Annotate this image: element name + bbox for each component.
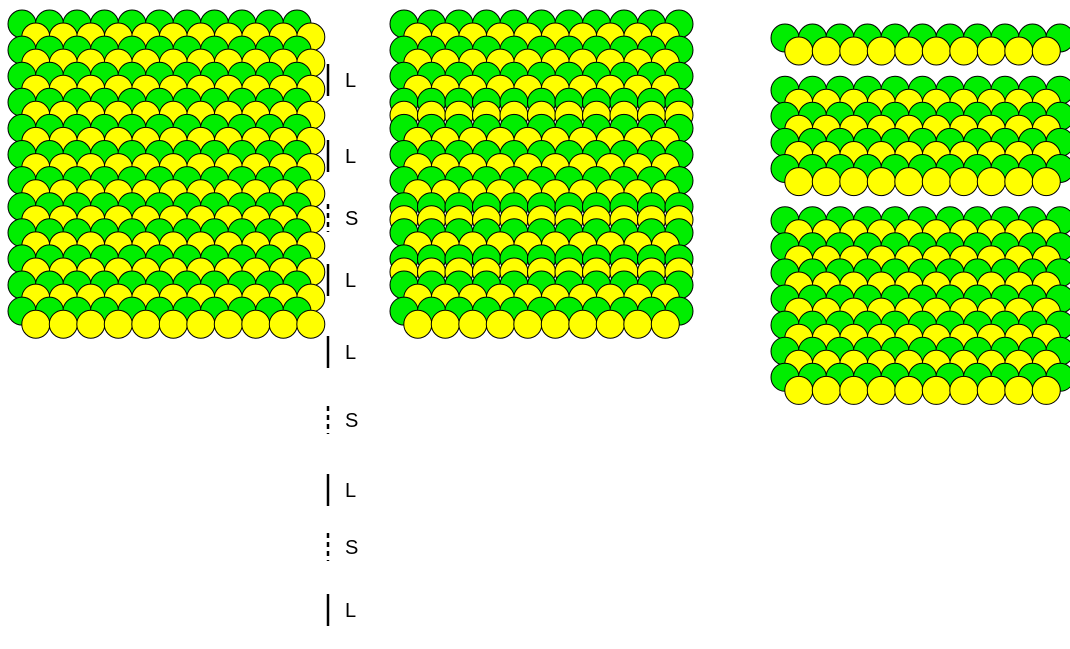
panel-a-stacking-labels: L L S L L S L S L — [328, 64, 358, 626]
yellow-atom — [977, 37, 1005, 65]
yellow-atom — [269, 310, 297, 338]
yellow-atom — [159, 310, 187, 338]
yellow-atom — [214, 310, 242, 338]
stacking-label: L — [345, 146, 356, 168]
yellow-atom — [242, 310, 270, 338]
yellow-atom — [22, 310, 50, 338]
yellow-atom — [49, 310, 77, 338]
yellow-atom — [431, 310, 459, 338]
stacking-label: L — [345, 70, 356, 92]
yellow-atom — [895, 168, 923, 196]
yellow-atom — [132, 310, 160, 338]
yellow-atom — [1005, 376, 1033, 404]
yellow-atom — [867, 37, 895, 65]
yellow-atom — [541, 310, 569, 338]
yellow-atom — [1005, 37, 1033, 65]
yellow-atom — [895, 37, 923, 65]
panel-c-atom-layers — [771, 24, 1070, 404]
yellow-atom — [486, 310, 514, 338]
yellow-atom — [785, 376, 813, 404]
yellow-atom — [950, 168, 978, 196]
stacking-label: L — [345, 600, 356, 622]
yellow-atom — [867, 376, 895, 404]
yellow-atom — [812, 37, 840, 65]
yellow-atom — [1005, 168, 1033, 196]
yellow-atom — [840, 168, 868, 196]
panel-a-atom-layers — [8, 10, 325, 338]
yellow-atom — [1032, 168, 1060, 196]
yellow-atom — [950, 37, 978, 65]
yellow-atom — [596, 310, 624, 338]
yellow-atom — [459, 310, 487, 338]
yellow-atom — [840, 37, 868, 65]
yellow-atom — [785, 168, 813, 196]
yellow-atom — [922, 168, 950, 196]
yellow-atom — [895, 376, 923, 404]
stacking-label: S — [345, 208, 358, 230]
yellow-atom — [812, 376, 840, 404]
yellow-atom — [297, 310, 325, 338]
stacking-label: L — [345, 480, 356, 502]
yellow-atom — [922, 37, 950, 65]
yellow-atom — [977, 376, 1005, 404]
yellow-atom — [187, 310, 215, 338]
yellow-atom — [950, 376, 978, 404]
yellow-atom — [977, 168, 1005, 196]
yellow-atom — [812, 168, 840, 196]
yellow-atom — [404, 310, 432, 338]
yellow-atom — [1032, 376, 1060, 404]
panel-b-atom-layers — [390, 10, 693, 338]
yellow-atom — [569, 310, 597, 338]
stacking-label: L — [345, 270, 356, 292]
yellow-atom — [922, 376, 950, 404]
yellow-atom — [785, 37, 813, 65]
yellow-atom — [867, 168, 895, 196]
stacking-label: L — [345, 342, 356, 364]
stacking-label: S — [345, 410, 358, 432]
yellow-atom — [651, 310, 679, 338]
yellow-atom — [514, 310, 542, 338]
yellow-atom — [840, 376, 868, 404]
yellow-atom — [1032, 37, 1060, 65]
stacking-label: S — [345, 537, 358, 559]
yellow-atom — [104, 310, 132, 338]
yellow-atom — [624, 310, 652, 338]
yellow-atom — [77, 310, 105, 338]
